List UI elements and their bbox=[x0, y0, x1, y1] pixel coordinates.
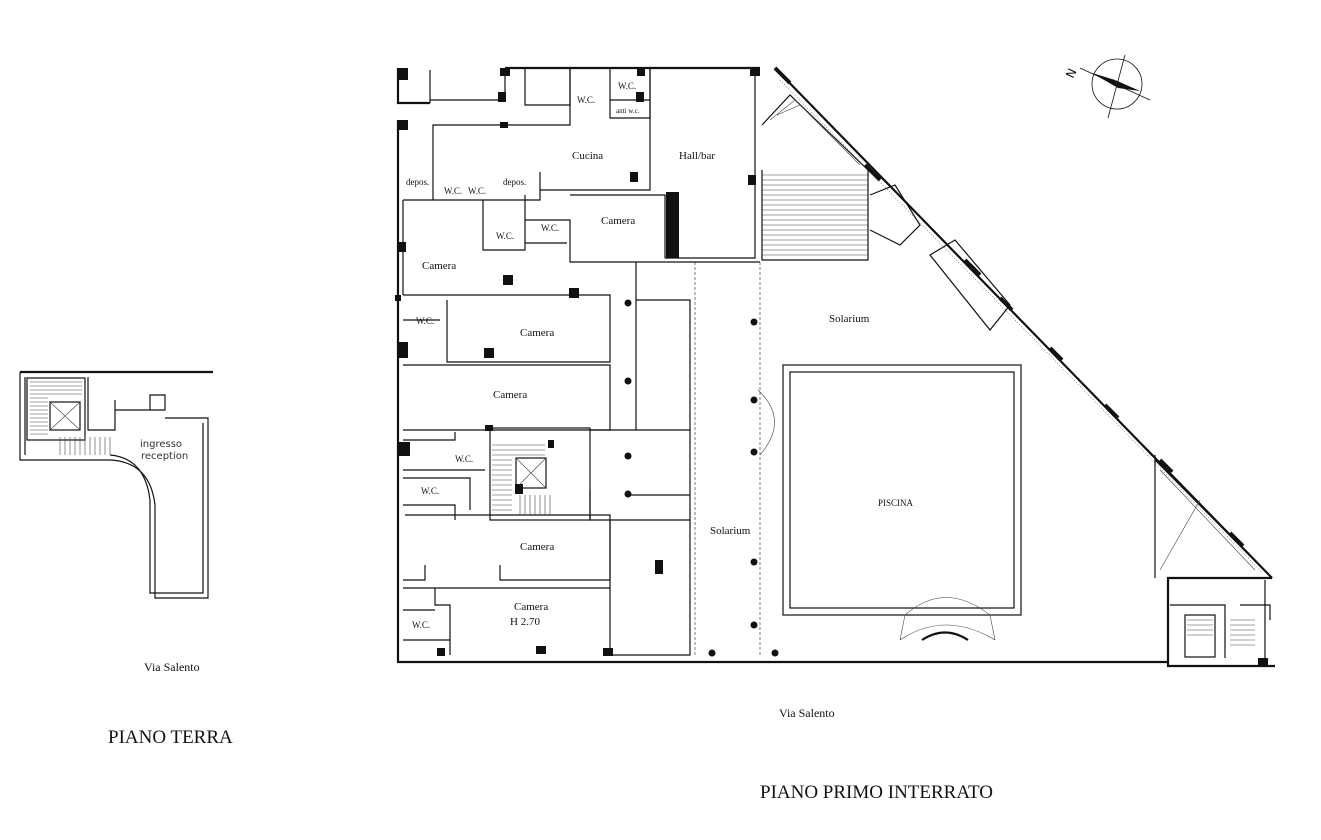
room-wc-top-label: W.C. bbox=[577, 95, 595, 105]
room-cucina-label: Cucina bbox=[572, 150, 603, 162]
ground-floor-plan: ingresso reception Via Salento PIANO TER… bbox=[19, 370, 233, 748]
room-wc-h-label: W.C. bbox=[412, 620, 430, 630]
room-camera-5-label: Camera bbox=[514, 601, 548, 613]
room-wc-top2-label: W.C. bbox=[618, 81, 636, 91]
room-wc-e-label: W.C. bbox=[416, 316, 434, 326]
room-anti-wc-label: anti w.c. bbox=[616, 107, 640, 115]
solarium-strip-label: Solarium bbox=[710, 525, 751, 537]
room-depos-1-label: depos. bbox=[406, 177, 429, 187]
solarium-top-label: Solarium bbox=[829, 313, 870, 325]
room-camera-4-label: Camera bbox=[520, 541, 554, 553]
basement-street-label: Via Salento bbox=[779, 706, 835, 720]
pool-label: PISCINA bbox=[878, 498, 914, 508]
ground-floor-street-label: Via Salento bbox=[144, 660, 200, 674]
room-camera-left-label: Camera bbox=[422, 260, 456, 272]
reception-label-line1: ingresso bbox=[140, 439, 182, 450]
north-label: N bbox=[1063, 66, 1079, 80]
reception-label-line2: reception bbox=[141, 451, 188, 462]
room-wc-a-label: W.C. bbox=[444, 186, 462, 196]
ground-floor-title: PIANO TERRA bbox=[108, 727, 233, 748]
basement-title: PIANO PRIMO INTERRATO bbox=[760, 782, 993, 803]
room-camera-3-label: Camera bbox=[493, 389, 527, 401]
room-wc-d-label: W.C. bbox=[541, 223, 559, 233]
room-wc-g-label: W.C. bbox=[421, 486, 439, 496]
room-wc-c-label: W.C. bbox=[496, 231, 514, 241]
room-hall-bar-label: Hall/bar bbox=[679, 150, 715, 162]
room-wc-b-label: W.C. bbox=[468, 186, 486, 196]
north-arrow-icon: N bbox=[1063, 54, 1151, 119]
room-camera-5-height-label: H 2.70 bbox=[510, 616, 540, 628]
room-camera-top-label: Camera bbox=[601, 215, 635, 227]
basement-floor-plan: W.C. W.C. anti w.c. Cucina Hall/bar depo… bbox=[395, 66, 1275, 803]
room-wc-f-label: W.C. bbox=[455, 454, 473, 464]
room-depos-2-label: depos. bbox=[503, 177, 526, 187]
room-camera-2-label: Camera bbox=[520, 327, 554, 339]
